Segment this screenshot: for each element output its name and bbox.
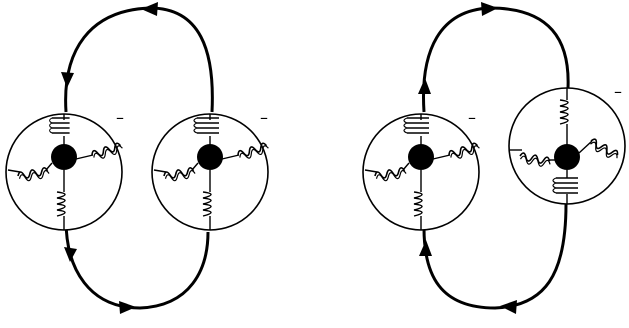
unit-c-sign: – (468, 110, 476, 126)
unit-b-center (197, 144, 223, 170)
unit-d (509, 88, 625, 204)
unit-c (363, 114, 480, 230)
arrow-bottom-left-side-left-panel (64, 247, 77, 262)
arrow-bottom-left-panel (119, 301, 136, 314)
unit-b-sign: – (260, 110, 268, 126)
unit-d-sign: – (614, 84, 622, 100)
left-loop-bottom (66, 220, 208, 308)
left-panel (6, 2, 269, 314)
left-loop-top (66, 8, 213, 112)
arrow-left-side-left-panel (61, 72, 74, 88)
arrow-up-bottom-right-panel (419, 240, 432, 256)
unit-d-center (554, 144, 580, 170)
arrow-top-right-panel (481, 2, 498, 16)
right-panel (363, 2, 625, 314)
unit-a-sign: – (116, 110, 124, 126)
unit-a-center (51, 144, 77, 170)
arrow-top-left-panel (141, 2, 158, 16)
unit-b (152, 114, 269, 230)
arrow-up-right-panel (418, 78, 431, 94)
unit-c-center (408, 144, 434, 170)
arrow-bottom-right-panel (500, 300, 517, 314)
unit-a (6, 114, 123, 230)
